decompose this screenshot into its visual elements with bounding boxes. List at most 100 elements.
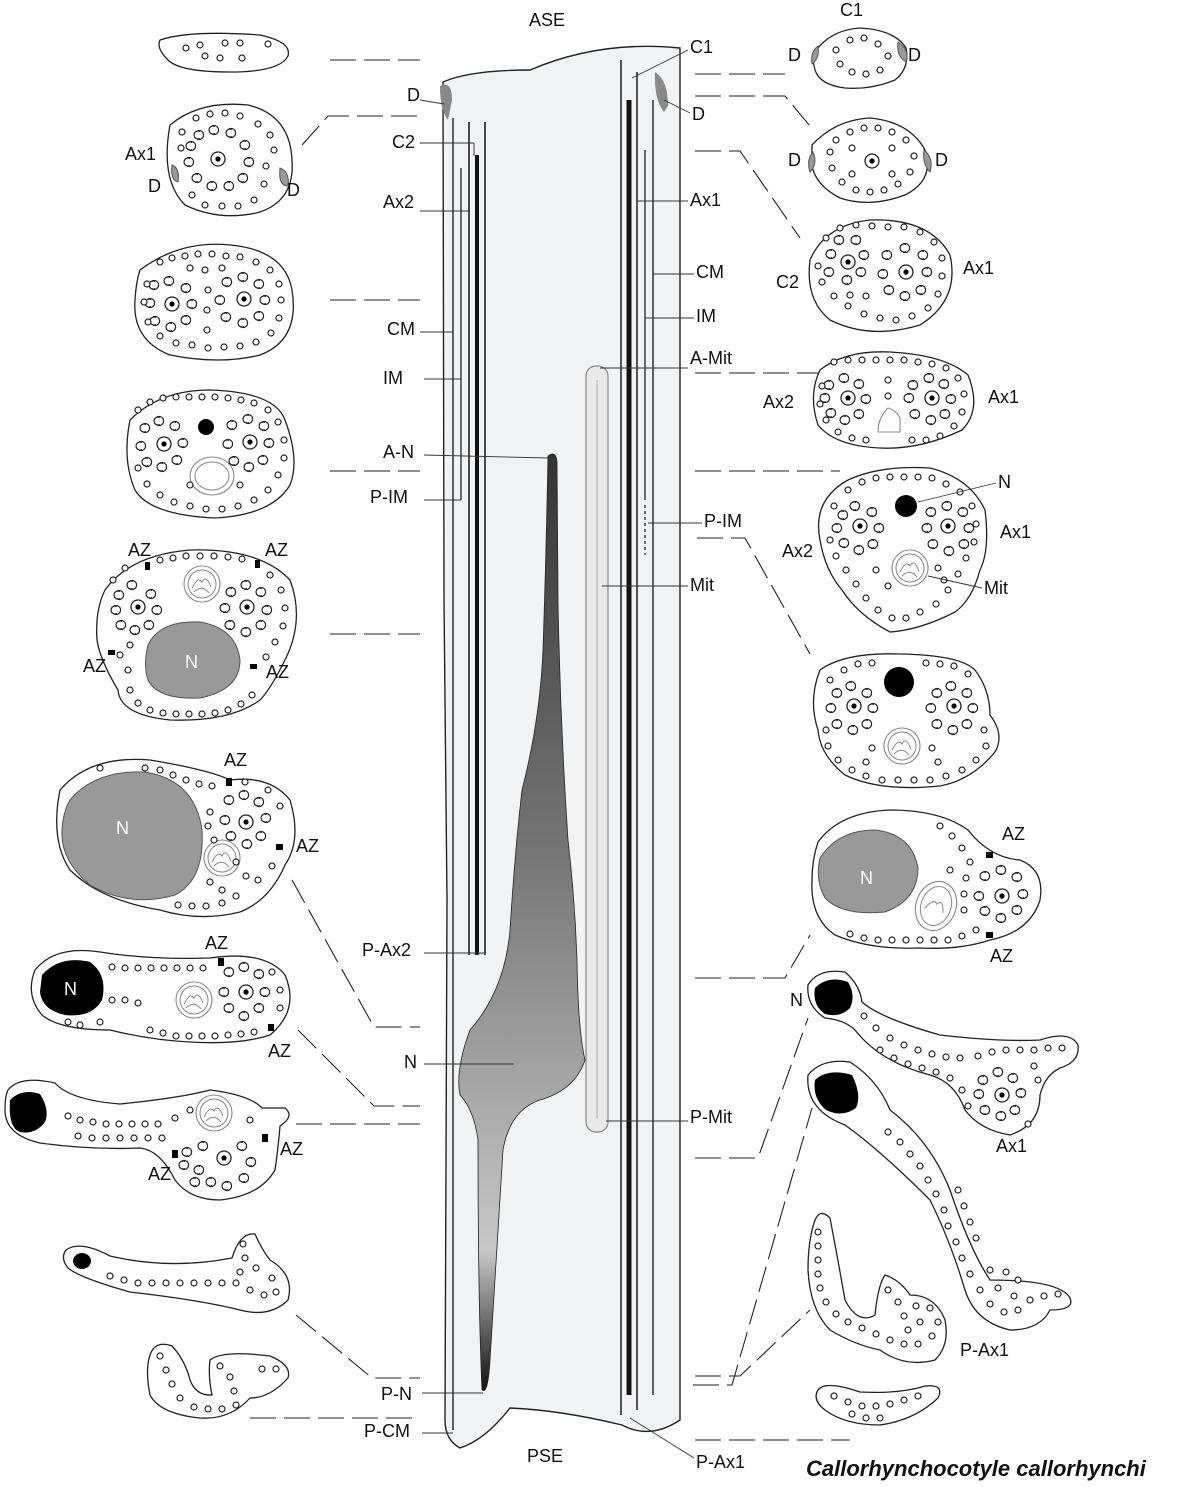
- label-n: N: [860, 868, 873, 888]
- label-az: AZ: [1002, 824, 1025, 844]
- label-ax1: Ax1: [690, 190, 721, 210]
- label-az: AZ: [148, 1164, 171, 1184]
- label-az: AZ: [266, 662, 289, 682]
- label-az: AZ: [265, 540, 288, 560]
- label-ax2: Ax2: [763, 392, 794, 412]
- section-left-10: [146, 1343, 290, 1419]
- section-left-6: N: [56, 758, 296, 918]
- label-d: D: [788, 150, 801, 170]
- dense-plate-left: [440, 84, 452, 120]
- az-mark: [226, 778, 232, 786]
- label-a-mit: A-Mit: [690, 348, 732, 368]
- label-c1: C1: [840, 0, 863, 20]
- section-right-10: [807, 1212, 947, 1364]
- label-d: D: [788, 45, 801, 65]
- label-ax1: Ax1: [996, 1136, 1027, 1156]
- az-mark: [218, 958, 224, 966]
- section-right-6: [812, 653, 1000, 789]
- section-right-9: [807, 1060, 1072, 1331]
- az-mark: [986, 852, 993, 858]
- label-p-im: P-IM: [704, 511, 742, 531]
- label-d: D: [908, 45, 921, 65]
- leader: [927, 575, 983, 589]
- label-ax1: Ax1: [988, 387, 1019, 407]
- nucleus: [458, 453, 586, 1392]
- label-ax2: Ax2: [782, 541, 813, 561]
- nucleus-black: [814, 1072, 859, 1114]
- nucleus-grey: [61, 771, 203, 901]
- label-cm: CM: [696, 262, 724, 282]
- label-d: D: [692, 104, 705, 124]
- label-n: N: [404, 1052, 417, 1072]
- az-mark: [986, 932, 993, 938]
- label-n: N: [998, 472, 1011, 492]
- nucleus-black: [9, 1092, 47, 1133]
- label-n: N: [116, 818, 129, 838]
- spermatozoon-body: [440, 45, 681, 1449]
- label-d: D: [935, 150, 948, 170]
- section-right-8: [807, 970, 1079, 1136]
- label-d: D: [407, 85, 420, 105]
- section-left-4: [126, 389, 295, 519]
- label-az: AZ: [128, 540, 151, 560]
- label-n: N: [185, 652, 198, 672]
- section-right-7: N: [811, 809, 1042, 949]
- label-cm: CM: [387, 319, 415, 339]
- az-mark: [255, 560, 260, 568]
- species-title: Callorhynchocotyle callorhynchi: [806, 1456, 1147, 1481]
- label-ax1: Ax1: [963, 258, 994, 278]
- nucleus-grey: [817, 829, 919, 914]
- label-im: IM: [383, 368, 403, 388]
- section-left-5: N: [96, 549, 298, 721]
- label-az: AZ: [83, 656, 106, 676]
- nucleus-black: [814, 979, 853, 1016]
- section-left-9: [62, 1233, 291, 1314]
- label-ax1: Ax1: [1000, 522, 1031, 542]
- label-ase: ASE: [529, 10, 565, 30]
- right-leaders: C1 D Ax1 CM IM A-Mit P-IM Mit P-Mit P-Ax…: [600, 37, 745, 1472]
- label-az: AZ: [280, 1139, 303, 1159]
- label-az: AZ: [990, 946, 1013, 966]
- az-mark: [268, 1024, 274, 1031]
- label-p-n: P-N: [381, 1384, 412, 1404]
- section-right-5: [817, 466, 988, 633]
- label-a-n: A-N: [383, 442, 414, 462]
- label-pse: PSE: [527, 1446, 563, 1466]
- section-left-2: [166, 103, 293, 217]
- label-az: AZ: [224, 750, 247, 770]
- right-dashed-connectors: [693, 73, 850, 1441]
- leader: [917, 482, 997, 503]
- label-ax1: Ax1: [125, 144, 156, 164]
- label-ax2: Ax2: [383, 192, 414, 212]
- nucleus-black: [73, 1253, 91, 1269]
- label-az: AZ: [205, 933, 228, 953]
- label-n: N: [790, 990, 803, 1010]
- section-left-7: N: [30, 949, 291, 1044]
- label-n: N: [64, 979, 77, 999]
- label-p-mit: P-Mit: [690, 1107, 732, 1127]
- left-axoneme-lines: [452, 118, 486, 1430]
- left-dashed-connectors: [250, 59, 420, 1419]
- label-az: AZ: [296, 836, 319, 856]
- section-right-4: [812, 351, 975, 449]
- az-mark: [250, 664, 257, 669]
- mitochondrion: [585, 365, 609, 1133]
- section-left-1: [158, 32, 290, 73]
- section-right-1: [811, 27, 908, 89]
- section-right-11: [815, 1384, 941, 1426]
- dense-plate-right: [654, 72, 668, 112]
- label-d: D: [148, 176, 161, 196]
- label-mit: Mit: [984, 578, 1008, 598]
- section-left-3: [134, 243, 294, 361]
- az-mark: [262, 1134, 268, 1142]
- az-mark: [276, 844, 283, 850]
- label-d: D: [287, 180, 300, 200]
- label-az: AZ: [268, 1041, 291, 1061]
- nucleus-black: [40, 960, 104, 1016]
- label-p-ax1: P-Ax1: [960, 1340, 1009, 1360]
- dense-plate: [171, 164, 179, 183]
- label-p-im: P-IM: [370, 487, 408, 507]
- az-mark: [172, 1150, 178, 1158]
- left-leaders: D C2 Ax2 CM IM A-N P-IM P-Ax2 N P-N P-CM: [362, 85, 549, 1441]
